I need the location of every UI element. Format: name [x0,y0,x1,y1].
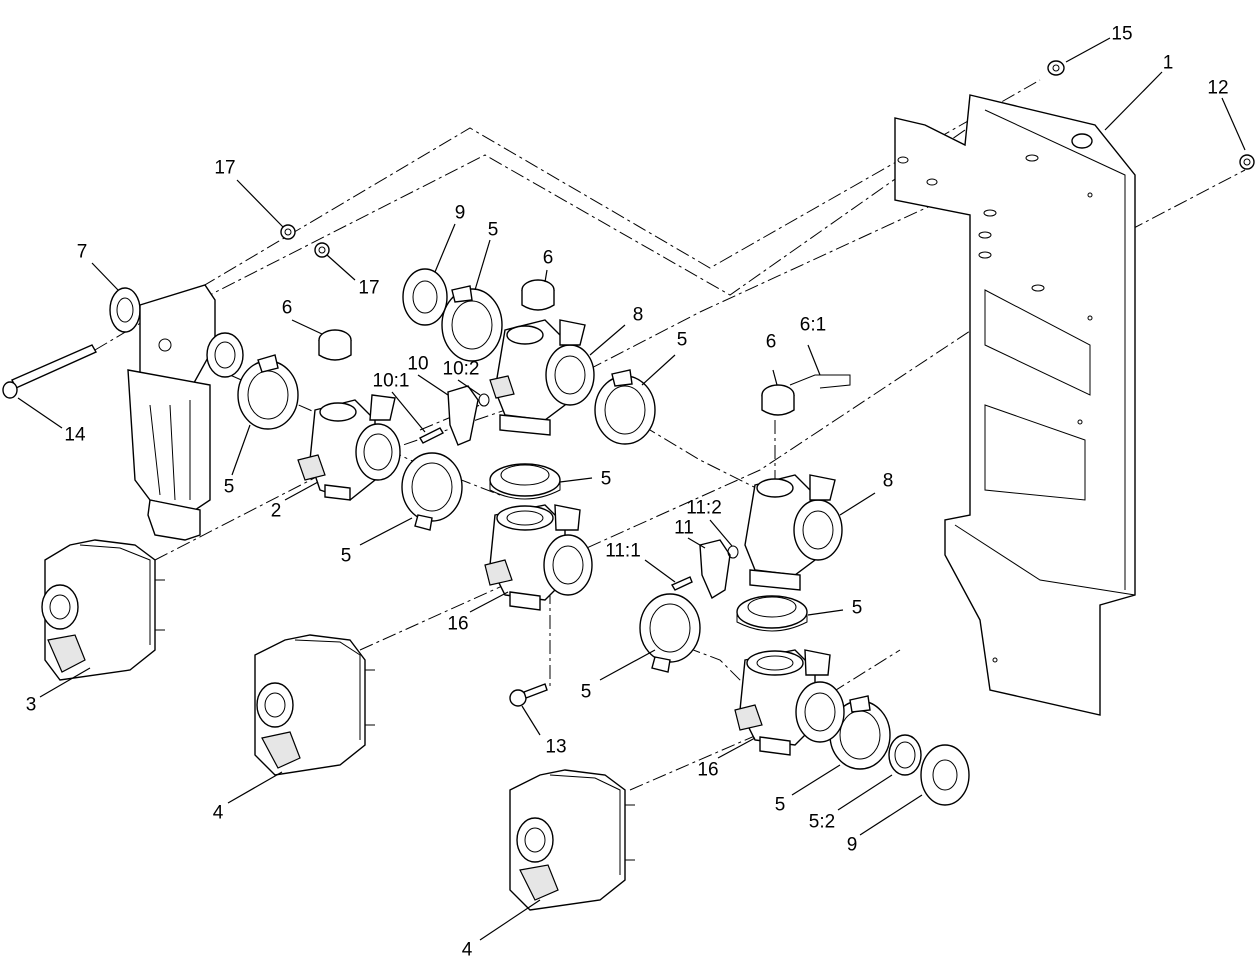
seal-5-2 [888,734,922,776]
callout-6-middle: 6 [543,248,554,269]
callout-16-middle: 16 [447,614,468,635]
callout-4-left: 4 [213,803,224,824]
callout-5-lower-right: 5 [775,795,786,816]
nut-12 [1239,154,1255,170]
valve-cap-6-middle [521,279,555,311]
motor-actuator-3 [41,539,165,681]
callout-6-left: 6 [282,298,293,319]
screw-11-1 [670,576,693,591]
coupling-ring-5-c [441,285,503,362]
coupling-ring-5-a [237,354,299,430]
valve-body-2 [297,394,401,501]
callout-6-right: 6 [766,332,777,353]
bolt-13 [509,683,548,707]
callout-17-upper: 17 [214,158,235,179]
coupling-ring-5-g [639,593,701,673]
callout-7: 7 [77,242,88,263]
callout-5-left-lower: 5 [341,546,352,567]
valve-body-8-upper [489,319,595,436]
coupling-ring-5-f [736,595,808,632]
coupling-ring-5-d [594,369,656,445]
valve-body-16-lower [734,649,845,756]
motor-actuator-4-left [254,634,375,776]
callout-10-1: 10:1 [373,371,410,392]
callout-12: 12 [1207,78,1228,99]
callout-5-left: 5 [224,477,235,498]
motor-actuator-4-bottom [509,769,635,911]
callout-5-right-middle: 5 [852,598,863,619]
end-cap-9-bottom [920,744,970,806]
screw-10-1 [419,427,444,444]
valve-cap-6-right [761,374,851,416]
callout-1: 1 [1163,53,1174,74]
callout-8-right: 8 [883,471,894,492]
callout-15: 15 [1111,24,1132,45]
end-cap-9-top [402,268,448,326]
callout-14: 14 [64,425,86,446]
callout-8-upper: 8 [633,305,644,326]
callout-6-1: 6:1 [800,315,826,336]
callout-5-2: 5:2 [809,812,835,833]
coupling-ring-5-b [401,452,463,531]
callout-2: 2 [271,501,282,522]
callout-4-bottom: 4 [462,940,473,961]
callout-5-lower-middle: 5 [581,682,592,703]
valve-body-8-right [744,474,843,591]
spacer-17-lower [314,242,330,258]
callout-16-lower: 16 [697,760,718,781]
callout-10: 10 [407,354,428,375]
valve-cap-6-left [318,329,352,361]
spacer-17-upper [280,224,296,240]
callout-10-2: 10:2 [443,359,480,380]
callout-11-1: 11:1 [605,541,641,562]
callout-13: 13 [545,737,566,758]
bolt-14 [2,344,97,399]
callout-5-top: 5 [488,220,499,241]
nut-15 [1047,60,1065,76]
valve-body-16-middle [484,504,593,611]
callout-9-bottom: 9 [847,835,858,856]
callout-17-lower: 17 [358,278,379,299]
leader-lines [17,37,1246,941]
handle-10 [447,385,490,446]
coupling-ring-5-h [829,695,891,770]
callout-labels: 15 1 12 17 17 7 14 9 5 6 6 8 5 10 10:2 1… [26,24,1229,961]
handle-11 [699,539,739,600]
callout-3: 3 [26,695,37,716]
callout-11: 11 [674,518,694,539]
coupling-ring-5-e [489,463,561,500]
mounting-bracket [894,94,1136,716]
callout-11-2: 11:2 [686,498,722,519]
callout-5-middle: 5 [601,469,612,490]
callout-9-top: 9 [455,203,466,224]
line-strainer-7 [109,284,244,541]
callout-5-right-upper: 5 [677,330,688,351]
